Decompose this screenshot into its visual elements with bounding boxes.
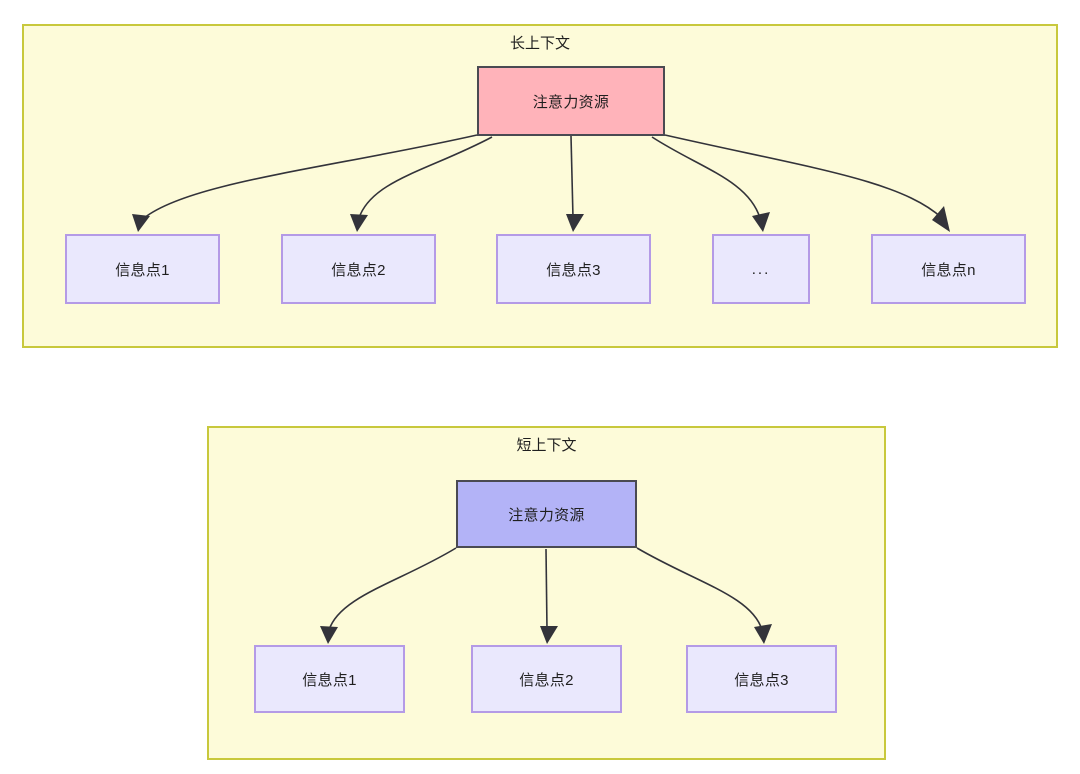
node-info-point-2-long[interactable]: 信息点2 xyxy=(281,234,436,304)
node-label: ... xyxy=(751,260,771,278)
node-info-point-n-long[interactable]: 信息点n xyxy=(871,234,1026,304)
node-attention-resource-short[interactable]: 注意力资源 xyxy=(456,480,637,548)
node-label: 信息点1 xyxy=(115,261,170,279)
node-info-point-3-long[interactable]: 信息点3 xyxy=(496,234,651,304)
node-info-point-ellipsis-long[interactable]: ... xyxy=(712,234,810,304)
node-label: 信息点3 xyxy=(734,671,789,689)
node-label: 信息点2 xyxy=(519,671,574,689)
node-info-point-3-short[interactable]: 信息点3 xyxy=(686,645,837,713)
node-label: 信息点1 xyxy=(302,671,357,689)
node-info-point-1-long[interactable]: 信息点1 xyxy=(65,234,220,304)
node-info-point-2-short[interactable]: 信息点2 xyxy=(471,645,622,713)
node-label: 信息点2 xyxy=(331,261,386,279)
panel-title-short-context: 短上下文 xyxy=(516,437,577,454)
node-attention-resource-long[interactable]: 注意力资源 xyxy=(477,66,665,136)
node-label: 信息点3 xyxy=(546,261,601,279)
panel-title-long-context: 长上下文 xyxy=(509,35,570,52)
node-info-point-1-short[interactable]: 信息点1 xyxy=(254,645,405,713)
node-label: 注意力资源 xyxy=(508,506,585,524)
node-label: 信息点n xyxy=(921,261,976,279)
node-label: 注意力资源 xyxy=(532,93,610,111)
